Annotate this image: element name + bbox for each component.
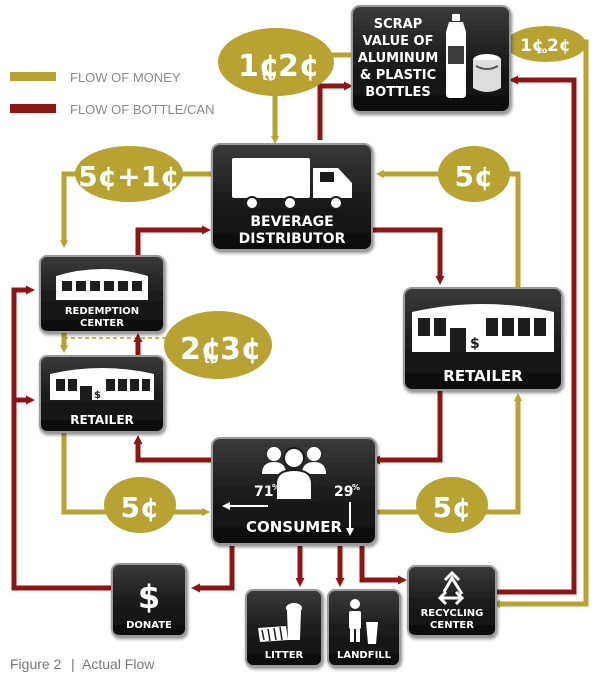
consumer-split-right-value: 29 (334, 484, 353, 500)
legend-bottle-swatch (10, 104, 56, 113)
consumer-split-left-unit: % (272, 483, 280, 492)
landfill-label: LANDFILL (337, 650, 392, 661)
consumer-label: CONSUMER (246, 518, 342, 536)
node-retailer-right: $ RETAILER (403, 287, 563, 391)
distributor-label-line1: BEVERAGE (250, 214, 333, 230)
oval-amount-high: 2¢ (547, 36, 571, 56)
node-donate: $ DONATE (111, 563, 187, 637)
oval-amount: 5¢+1¢ (78, 160, 179, 193)
figure-caption: Figure 2 | Actual Flow (10, 656, 155, 672)
oval-recycling-to-scrap: 1¢ to 2¢ (506, 26, 586, 62)
node-landfill: LANDFILL (327, 589, 401, 667)
node-recycling-center: RECYCLING CENTER (407, 565, 497, 637)
scrap-label-line4: & PLASTIC (360, 68, 436, 83)
oval-amount: 5¢ (433, 491, 472, 524)
oval-amount: 5¢ (121, 491, 160, 524)
oval-amount: 5¢ (455, 160, 494, 193)
svg-text:$: $ (94, 390, 101, 401)
money-arrow-retailer-to-distributor (376, 170, 521, 287)
caption-figure-number: Figure 2 (10, 656, 62, 672)
scrap-label-line1: SCRAP (374, 17, 423, 32)
distributor-label-line2: DISTRIBUTOR (239, 231, 346, 247)
bottle-arrow-retailer-to-consumer (371, 391, 443, 465)
bottle-arrow-redemption-to-distributor (135, 225, 211, 264)
donate-label: DONATE (126, 620, 172, 631)
oval-amount-to: to (262, 69, 276, 83)
redemption-label-line1: REDEMPTION (65, 306, 139, 317)
bottle-arrow-distributor-to-retailer (372, 227, 445, 285)
oval-distributor-to-redemption: 5¢+1¢ (75, 146, 183, 202)
oval-amount-low: 2¢ (180, 332, 222, 367)
caption-title: Actual Flow (82, 656, 155, 672)
legend-money-label: FLOW OF MONEY (70, 70, 181, 85)
oval-retailer-to-distributor: 5¢ (438, 146, 510, 202)
bottle-flows (11, 75, 577, 595)
svg-text:$: $ (470, 336, 480, 352)
legend: FLOW OF MONEY FLOW OF BOTTLE/CAN (10, 70, 214, 117)
scrap-label-line2: VALUE OF (363, 34, 434, 49)
litter-label: LITTER (265, 650, 304, 661)
oval-amount-low: 1¢ (520, 36, 544, 56)
retailer-left-label: RETAILER (70, 413, 134, 427)
node-beverage-distributor: BEVERAGE DISTRIBUTOR (211, 143, 373, 251)
consumer-split-right-unit: % (352, 483, 360, 492)
oval-amount-low: 1¢ (238, 49, 280, 84)
oval-amount-high: 2¢ (278, 49, 320, 84)
node-retailer-left: $ RETAILER (39, 355, 165, 433)
store-icon: $ (50, 368, 154, 401)
node-consumer: 71 % 29 % CONSUMER (211, 437, 377, 545)
node-scrap-value: SCRAP VALUE OF ALUMINUM & PLASTIC BOTTLE… (351, 5, 511, 113)
store-icon (56, 269, 148, 300)
scrap-label-line3: ALUMINUM (358, 51, 439, 66)
dollar-sign-icon: $ (138, 578, 160, 616)
person-trash-icon (349, 599, 378, 644)
bottle-arrow-distributor-to-scrap (317, 81, 353, 140)
legend-bottle-label: FLOW OF BOTTLE/CAN (70, 102, 214, 117)
oval-amount-high: 3¢ (220, 332, 262, 367)
people-icon (262, 447, 326, 501)
recycling-label-line2: CENTER (430, 620, 474, 631)
bottle-arrow-consumer-to-recycling (359, 546, 407, 585)
consumer-split-left-value: 71 (254, 484, 273, 500)
oval-redemption-to-retailer: 2¢ to 3¢ (164, 311, 272, 379)
money-arrow-recycling-loop (492, 60, 589, 608)
recycling-label-line1: RECYCLING (421, 608, 484, 619)
node-litter: LITTER (245, 589, 323, 667)
scrap-label-line5: BOTTLES (365, 85, 431, 100)
node-redemption-center: REDEMPTION CENTER (39, 255, 165, 333)
oval-retailer-to-consumer: 5¢ (104, 477, 176, 533)
crushed-bottle-icon (258, 603, 302, 642)
caption-separator: | (71, 656, 75, 672)
oval-consumer-to-retailer: 5¢ (416, 477, 488, 533)
bottle-arrow-consumer-to-donate (191, 546, 235, 593)
plastic-bottle-icon (446, 14, 466, 98)
oval-amount-to: to (538, 46, 548, 55)
legend-money-swatch (10, 72, 56, 81)
aluminum-can-icon (473, 54, 501, 92)
redemption-label-line2: CENTER (80, 318, 124, 329)
retailer-right-label: RETAILER (443, 367, 523, 385)
oval-scrap-to-distributor: 1¢ to 2¢ (218, 28, 334, 96)
recycle-icon (437, 570, 465, 606)
bottle-arrow-donate-to-redemption (11, 285, 112, 591)
bottle-arrow-consumer-to-retailer (133, 435, 212, 463)
truck-icon (232, 158, 352, 210)
oval-amount-to: to (204, 352, 218, 366)
store-icon: $ (412, 304, 554, 352)
